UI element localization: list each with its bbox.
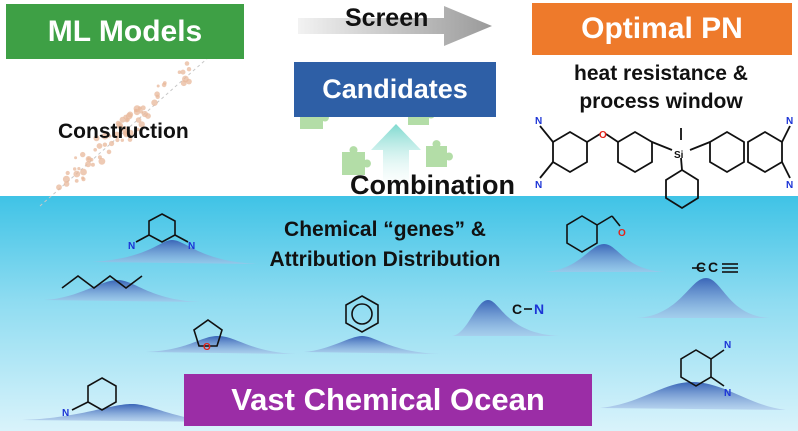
scatter-dot [90,162,95,167]
scatter-dot [74,179,79,183]
ml-models-box: ML Models [6,4,244,59]
scatter-dot [73,167,77,171]
scatter-dot [113,131,121,139]
scatter-dot [93,135,100,142]
nitrogen-atom: N [535,180,542,191]
combination-label: Combination [350,170,515,200]
oxygen-atom: O [618,228,626,239]
scatter-dot [134,108,138,113]
scatter-dot [136,127,140,132]
oxygen-atom: O [599,130,607,141]
genes-label-line-1: Chemical “genes” & [284,218,486,241]
optimal-pn-box: Optimal PN [532,3,792,55]
nitrogen-atom: N [786,116,793,127]
scatter-dot [74,156,78,160]
distribution-peak-icon [22,240,786,422]
scatter-dot [62,175,70,183]
scatter-dot [151,99,158,106]
nitrogen-atom: N [786,180,793,191]
scatter-dot [186,67,192,72]
scatter-dot [118,124,123,130]
scatter-dot [109,140,115,147]
screen-arrow-icon [298,6,492,46]
screen-label: Screen [345,4,429,32]
scatter-dot [85,161,92,168]
scatter-dot [162,81,167,85]
scatter-dot [56,184,62,191]
oxygen-atom: O [203,342,211,353]
nitrogen-atom: N [724,388,731,399]
nitrogen-atom: N [62,408,69,419]
scatter-dot [63,181,70,187]
silicon-atom: Si [674,150,684,161]
scatter-dot [77,167,81,171]
chemical-genes-label: Chemical “genes” & Attribution Distribut… [232,215,538,275]
scatter-dot [180,80,187,87]
scatter-dot [80,168,87,176]
scatter-dot [156,84,160,88]
molecule-atom-labels: N N O Si N N [535,116,793,191]
molecule-icon [539,125,791,210]
scatter-dot [139,110,144,114]
heat-resistance-label: heat resistance & process window [555,60,767,116]
scatter-dot [135,117,142,123]
candidates-box: Candidates [294,62,496,117]
scatter-dot [101,132,109,140]
scatter-dot [81,176,85,180]
scatter-dot [65,170,70,176]
scatter-dot [96,143,103,149]
scatter-dot [127,137,133,142]
scatter-dot [73,170,81,178]
ocean-atom-labels: N N O O N N N [62,228,731,419]
scatter-dot [106,149,112,155]
carbon-atom: C [512,301,522,317]
scatter-dot [85,156,92,162]
scatter-dot [102,142,108,147]
heat-label-line-2: process window [579,90,743,113]
scatter-dot [141,110,148,118]
scatter-dot [125,117,130,122]
nitrogen-atom: N [128,241,135,252]
scatter-dot [120,138,125,142]
construction-label: Construction [58,120,189,143]
scatter-dot [184,61,190,66]
scatter-dot [177,70,182,74]
vast-chemical-ocean-box: Vast Chemical Ocean [184,374,592,426]
nitrogen-atom: N [535,116,542,127]
scatter-dot [115,137,120,143]
scatter-dot [119,116,126,123]
combination-arrow-icon [371,124,421,195]
heat-label-line-1: heat resistance & [574,62,748,85]
alkyne-label: C C C N [512,259,718,317]
nitrogen-atom: N [724,340,731,351]
scatter-dot [123,131,130,138]
nitrogen-atom: N [188,241,195,252]
scatter-dot [108,134,112,138]
scatter-dot [93,148,97,152]
molecule-icon [61,213,738,411]
scatter-plot-icon [39,55,211,207]
scatter-dot [154,91,160,97]
carbon-atom: C [696,259,706,275]
scatter-dot [138,121,145,128]
scatter-dot [140,105,146,111]
carbon-atom-2: C [708,259,718,275]
scatter-dot [98,157,106,165]
nitrogen-atom: N [534,301,544,317]
genes-label-line-2: Attribution Distribution [269,248,501,271]
scatter-dot [121,126,129,133]
scatter-dot [180,69,186,75]
scatter-dot [80,151,86,158]
